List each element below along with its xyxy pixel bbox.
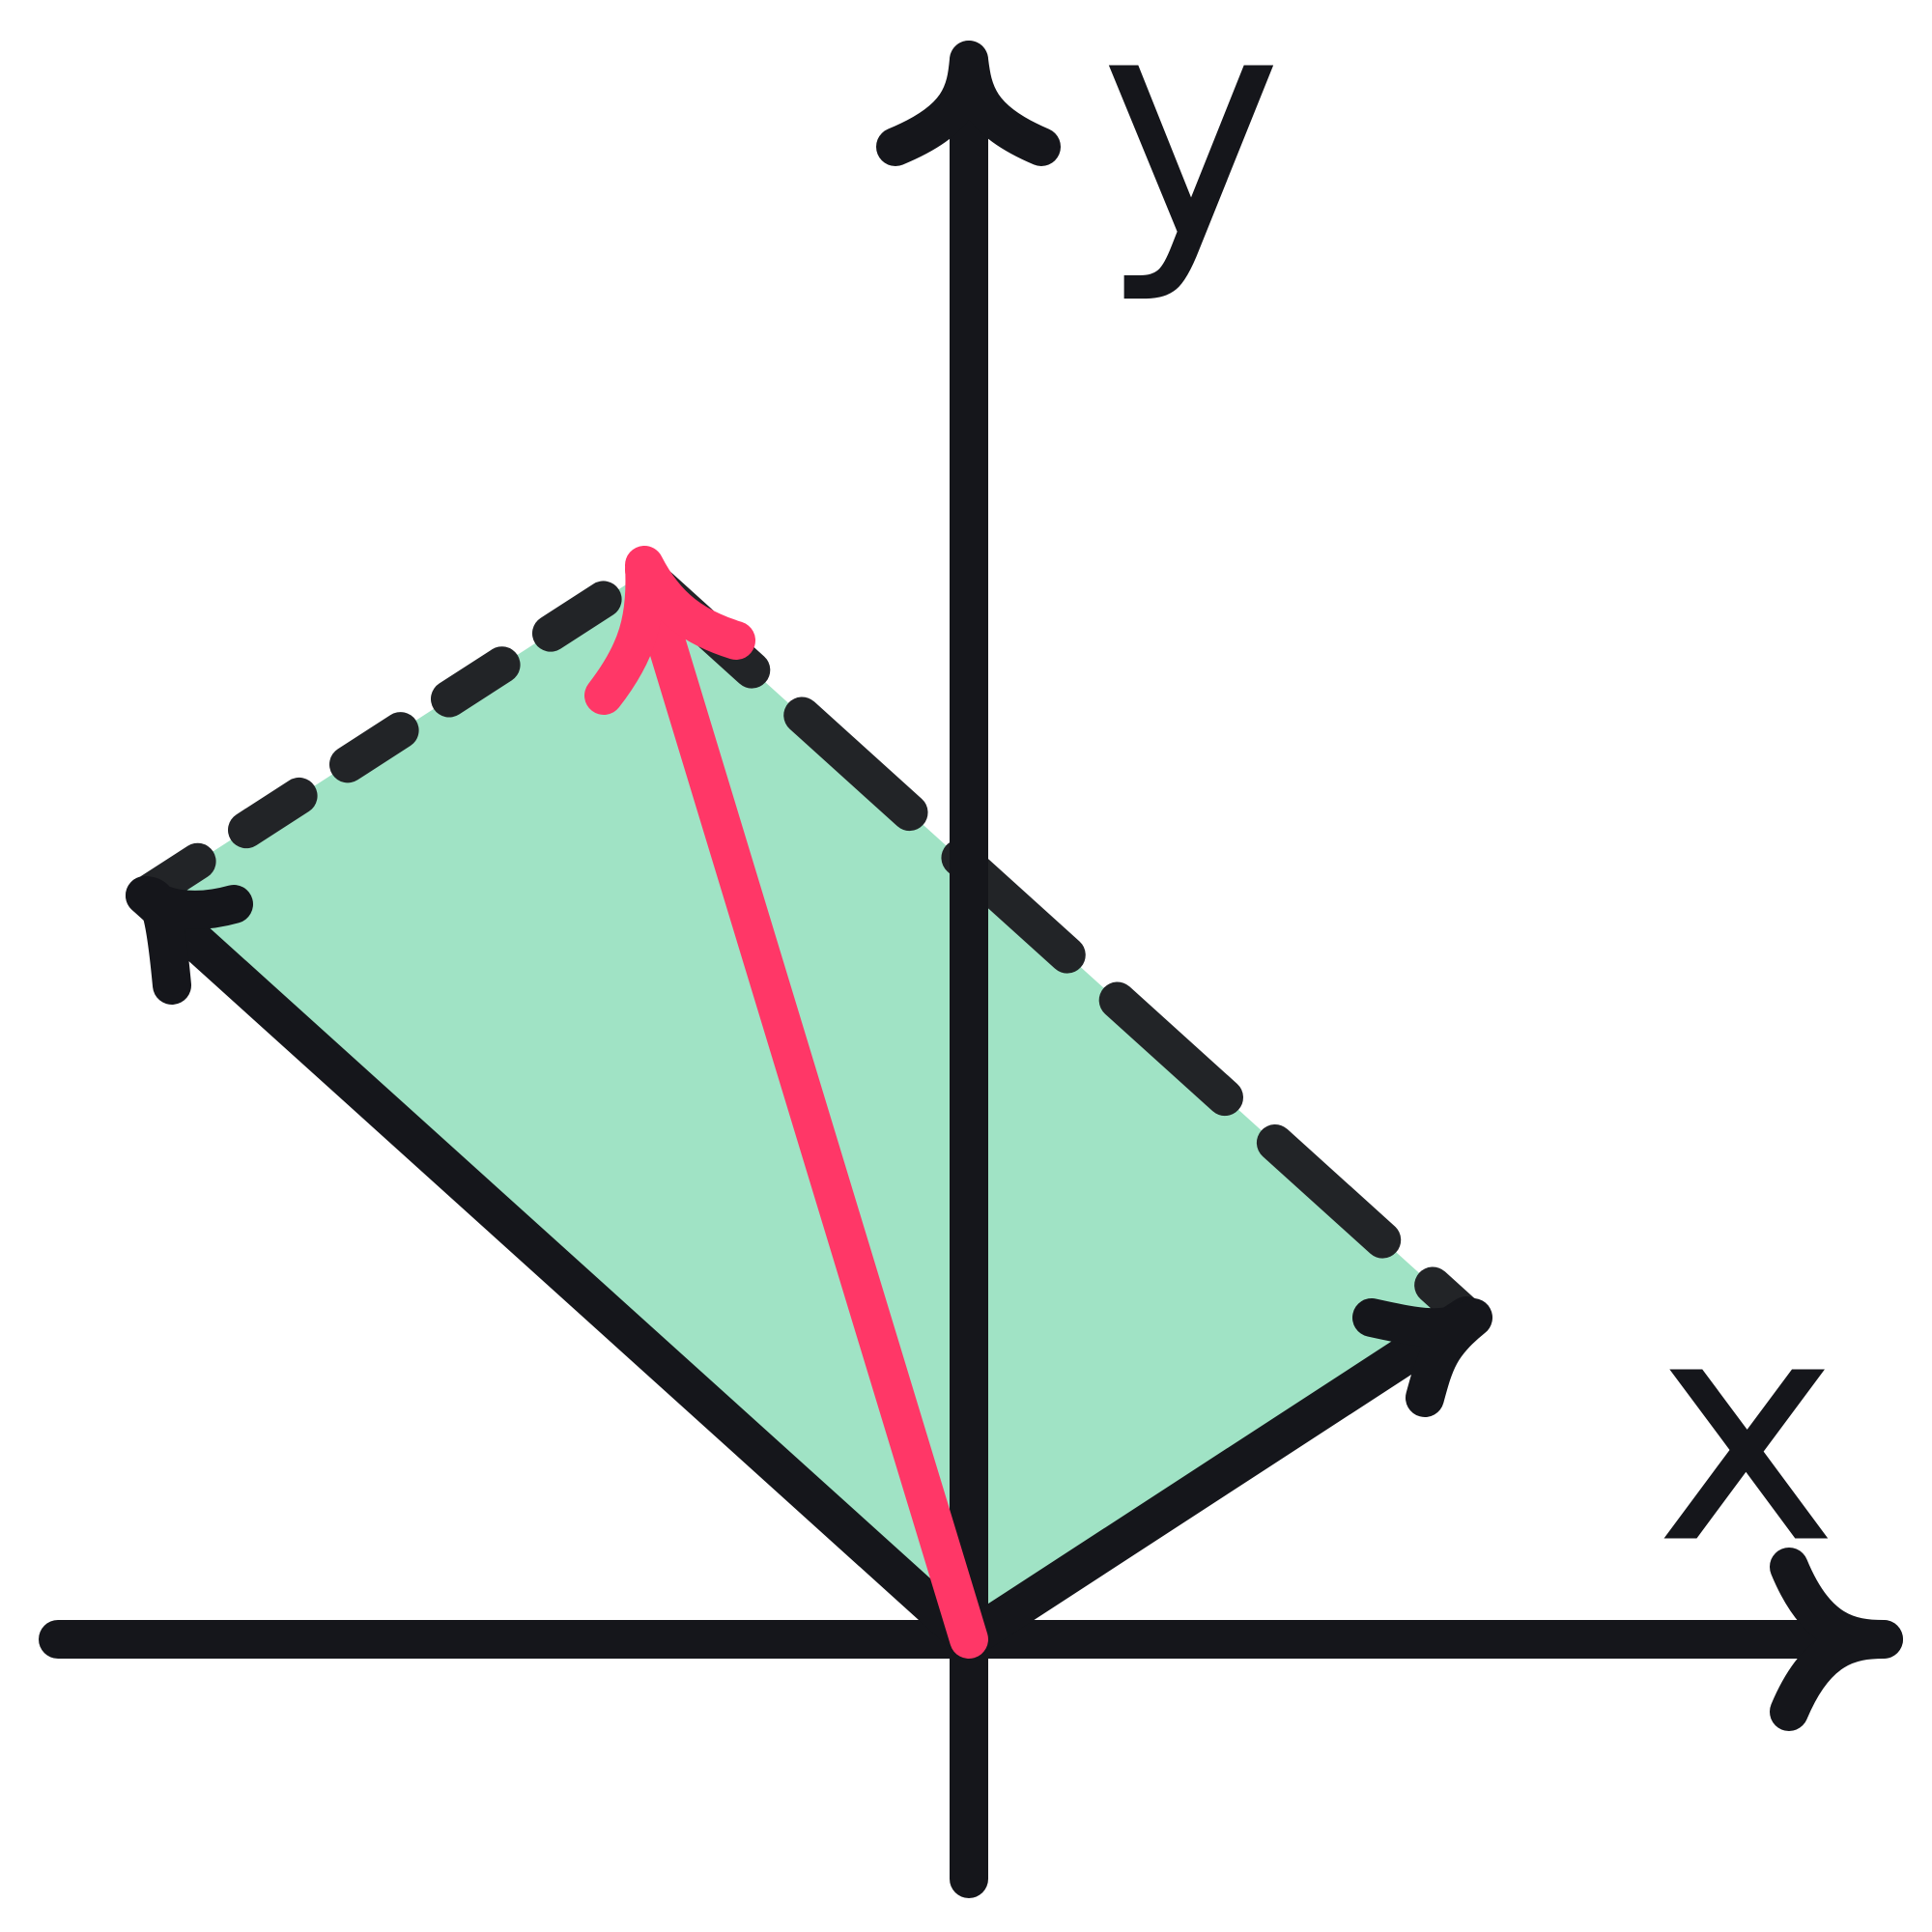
y-axis-arrowhead xyxy=(876,41,1061,166)
vector-sum-arrowhead xyxy=(584,546,755,715)
resultant-vector xyxy=(584,546,988,1659)
dashed-edge-top-right xyxy=(626,554,1485,1334)
vector-sum-line xyxy=(625,551,988,1659)
x-axis-arrowhead xyxy=(1770,1548,1903,1731)
vector-b-line xyxy=(950,1296,1486,1659)
vector-a-arrowhead xyxy=(126,876,253,1005)
x-axis-label: x xyxy=(1655,1253,1837,1612)
vector-a-line xyxy=(126,876,988,1659)
basis-vectors xyxy=(126,876,1492,1659)
dashed-parallelogram-edges xyxy=(127,554,1485,1334)
y-axis-label: y xyxy=(1099,0,1282,308)
vector-b-arrowhead xyxy=(1352,1298,1492,1417)
dashed-edge-top-left xyxy=(127,554,663,914)
